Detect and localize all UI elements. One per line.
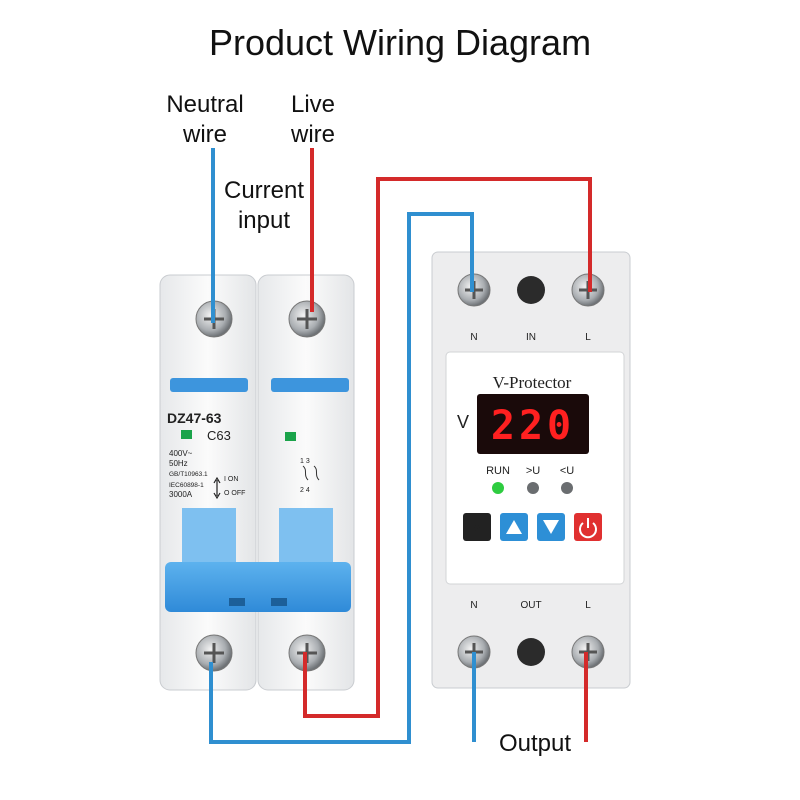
under-voltage-led <box>561 482 573 494</box>
power-button[interactable] <box>574 513 602 541</box>
protector-name: V-Protector <box>493 373 572 392</box>
neutral-wire-label: Neutral wire <box>150 90 260 150</box>
voltage-protector: N IN L V-Protector V 220 RUN >U <U M <box>431 251 631 689</box>
coil-symbol-icon <box>302 465 320 481</box>
neutral-label-line2: wire <box>182 121 227 148</box>
breaker-label-strip <box>170 378 248 392</box>
menu-button[interactable]: M <box>463 513 491 541</box>
breaker-spec-2: 50Hz <box>169 459 188 468</box>
breaker-model: DZ47-63 <box>167 410 222 426</box>
circuit-breaker: DZ47-63 C63 400V~ 50Hz GB/T10963.1 IEC60… <box>159 274 355 691</box>
breaker-label-strip <box>271 378 349 392</box>
screw-icon <box>288 300 326 338</box>
center-screw-icon <box>517 638 545 666</box>
terminal-bottom-numbers: 2 4 <box>300 487 310 494</box>
top-terminal-n: N <box>470 332 477 343</box>
breaker-spec-4: IEC60898-1 <box>169 482 204 489</box>
bottom-terminal-out: OUT <box>520 600 541 611</box>
current-label-line1: Current <box>223 177 305 204</box>
power-icon <box>579 518 597 539</box>
center-screw-icon <box>517 276 545 304</box>
terminal-top-numbers: 1 3 <box>300 458 310 465</box>
breaker-spec-1: 400V~ <box>169 449 193 458</box>
menu-button-label: M <box>471 520 484 537</box>
on-off-arrow-icon <box>213 476 221 500</box>
neutral-link-wire <box>209 212 474 744</box>
current-input-label: Current input <box>212 176 316 236</box>
top-terminal-in: IN <box>526 332 536 343</box>
up-button[interactable] <box>500 513 528 541</box>
voltage-reading: 220 <box>491 403 575 449</box>
breaker-indicator-right <box>285 432 296 441</box>
breaker-spec-3: GB/T10963.1 <box>169 471 208 478</box>
over-voltage-led <box>527 482 539 494</box>
screw-icon <box>195 634 233 672</box>
live-link-wire <box>303 177 592 718</box>
breaker-off-label: O OFF <box>224 490 245 497</box>
breaker-rating: C63 <box>207 428 231 443</box>
triangle-up-icon <box>506 520 522 534</box>
live-label-line1: Live <box>290 91 336 118</box>
current-label-line2: input <box>237 207 291 234</box>
indicator-run-label: RUN <box>486 465 510 477</box>
breaker-spec-5: 3000A <box>169 490 193 499</box>
voltage-display <box>477 394 589 454</box>
neutral-label-line1: Neutral <box>166 91 244 118</box>
breaker-handle[interactable] <box>165 508 351 612</box>
live-label-line2: wire <box>290 121 335 148</box>
output-label: Output <box>480 729 590 759</box>
indicator-under-label: <U <box>560 465 574 477</box>
down-button[interactable] <box>537 513 565 541</box>
unit-label: V <box>457 412 469 432</box>
indicator-over-label: >U <box>526 465 540 477</box>
triangle-down-icon <box>543 520 559 534</box>
breaker-on-label: I ON <box>224 476 238 483</box>
top-terminal-l: L <box>585 332 591 343</box>
diagram-title: Product Wiring Diagram <box>208 22 592 63</box>
live-wire-label: Live wire <box>268 90 358 150</box>
run-led <box>492 482 504 494</box>
breaker-indicator-left <box>181 430 192 439</box>
bottom-terminal-l: L <box>585 600 591 611</box>
bottom-terminal-n: N <box>470 600 477 611</box>
